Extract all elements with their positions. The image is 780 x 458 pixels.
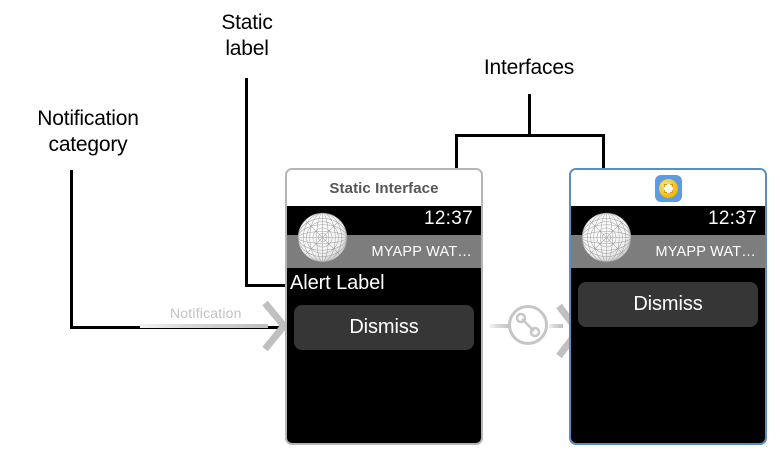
device-dynamic-screen: 12:37 MYAPP WAT… Dismiss <box>571 206 765 443</box>
device-dynamic-interface[interactable]: 12:37 MYAPP WAT… Dismiss <box>569 168 767 445</box>
leader-line-static-label-horizontal <box>245 284 290 287</box>
label-interfaces: Interfaces <box>483 56 575 79</box>
device-dynamic-spacer <box>571 268 765 277</box>
app-icon-chip <box>663 183 673 193</box>
device-dynamic-statusbar: 12:37 <box>571 206 765 235</box>
label-static-label: Static label <box>221 11 273 60</box>
device-static-statusbar: 12:37 <box>287 206 481 235</box>
device-static-dismiss-button[interactable]: Dismiss <box>294 305 474 350</box>
app-icon <box>654 174 682 202</box>
bracket-interfaces-right-arm <box>602 134 605 170</box>
leader-line-notification-category-vertical <box>70 170 73 328</box>
globe-wireframe-icon <box>581 212 632 263</box>
device-static-app-name: MYAPP WAT… <box>371 243 472 260</box>
device-static-screen: 12:37 MYAPP WAT… Alert Label Dismiss <box>287 206 481 443</box>
app-icon-circle <box>658 178 678 198</box>
device-static-clock: 12:37 <box>423 208 473 229</box>
segue-connector-circle <box>508 305 548 345</box>
notification-arrow-shaft <box>140 324 268 328</box>
bracket-interfaces-stem <box>528 94 531 136</box>
device-dynamic-dismiss-button[interactable]: Dismiss <box>578 282 758 327</box>
segue-connector-icon <box>515 312 541 338</box>
device-dynamic-header <box>571 170 765 206</box>
device-static-title: Static Interface <box>329 179 439 197</box>
notification-arrow-head-icon <box>262 300 288 352</box>
segue-arrow-shaft-right <box>549 324 563 328</box>
globe-wireframe-icon <box>297 212 348 263</box>
device-dynamic-app-name: MYAPP WAT… <box>655 243 756 260</box>
device-dynamic-clock: 12:37 <box>707 208 757 229</box>
bracket-interfaces-left-arm <box>455 134 458 170</box>
device-static-alert-label: Alert Label <box>290 272 385 294</box>
segue-arrow-shaft-left <box>490 324 512 328</box>
leader-line-static-label-vertical <box>245 78 248 286</box>
label-notification-category: Notification category <box>37 107 139 156</box>
notification-arrow-label: Notification <box>170 305 242 321</box>
device-static-interface[interactable]: Static Interface <box>285 168 483 445</box>
device-static-header: Static Interface <box>287 170 481 206</box>
